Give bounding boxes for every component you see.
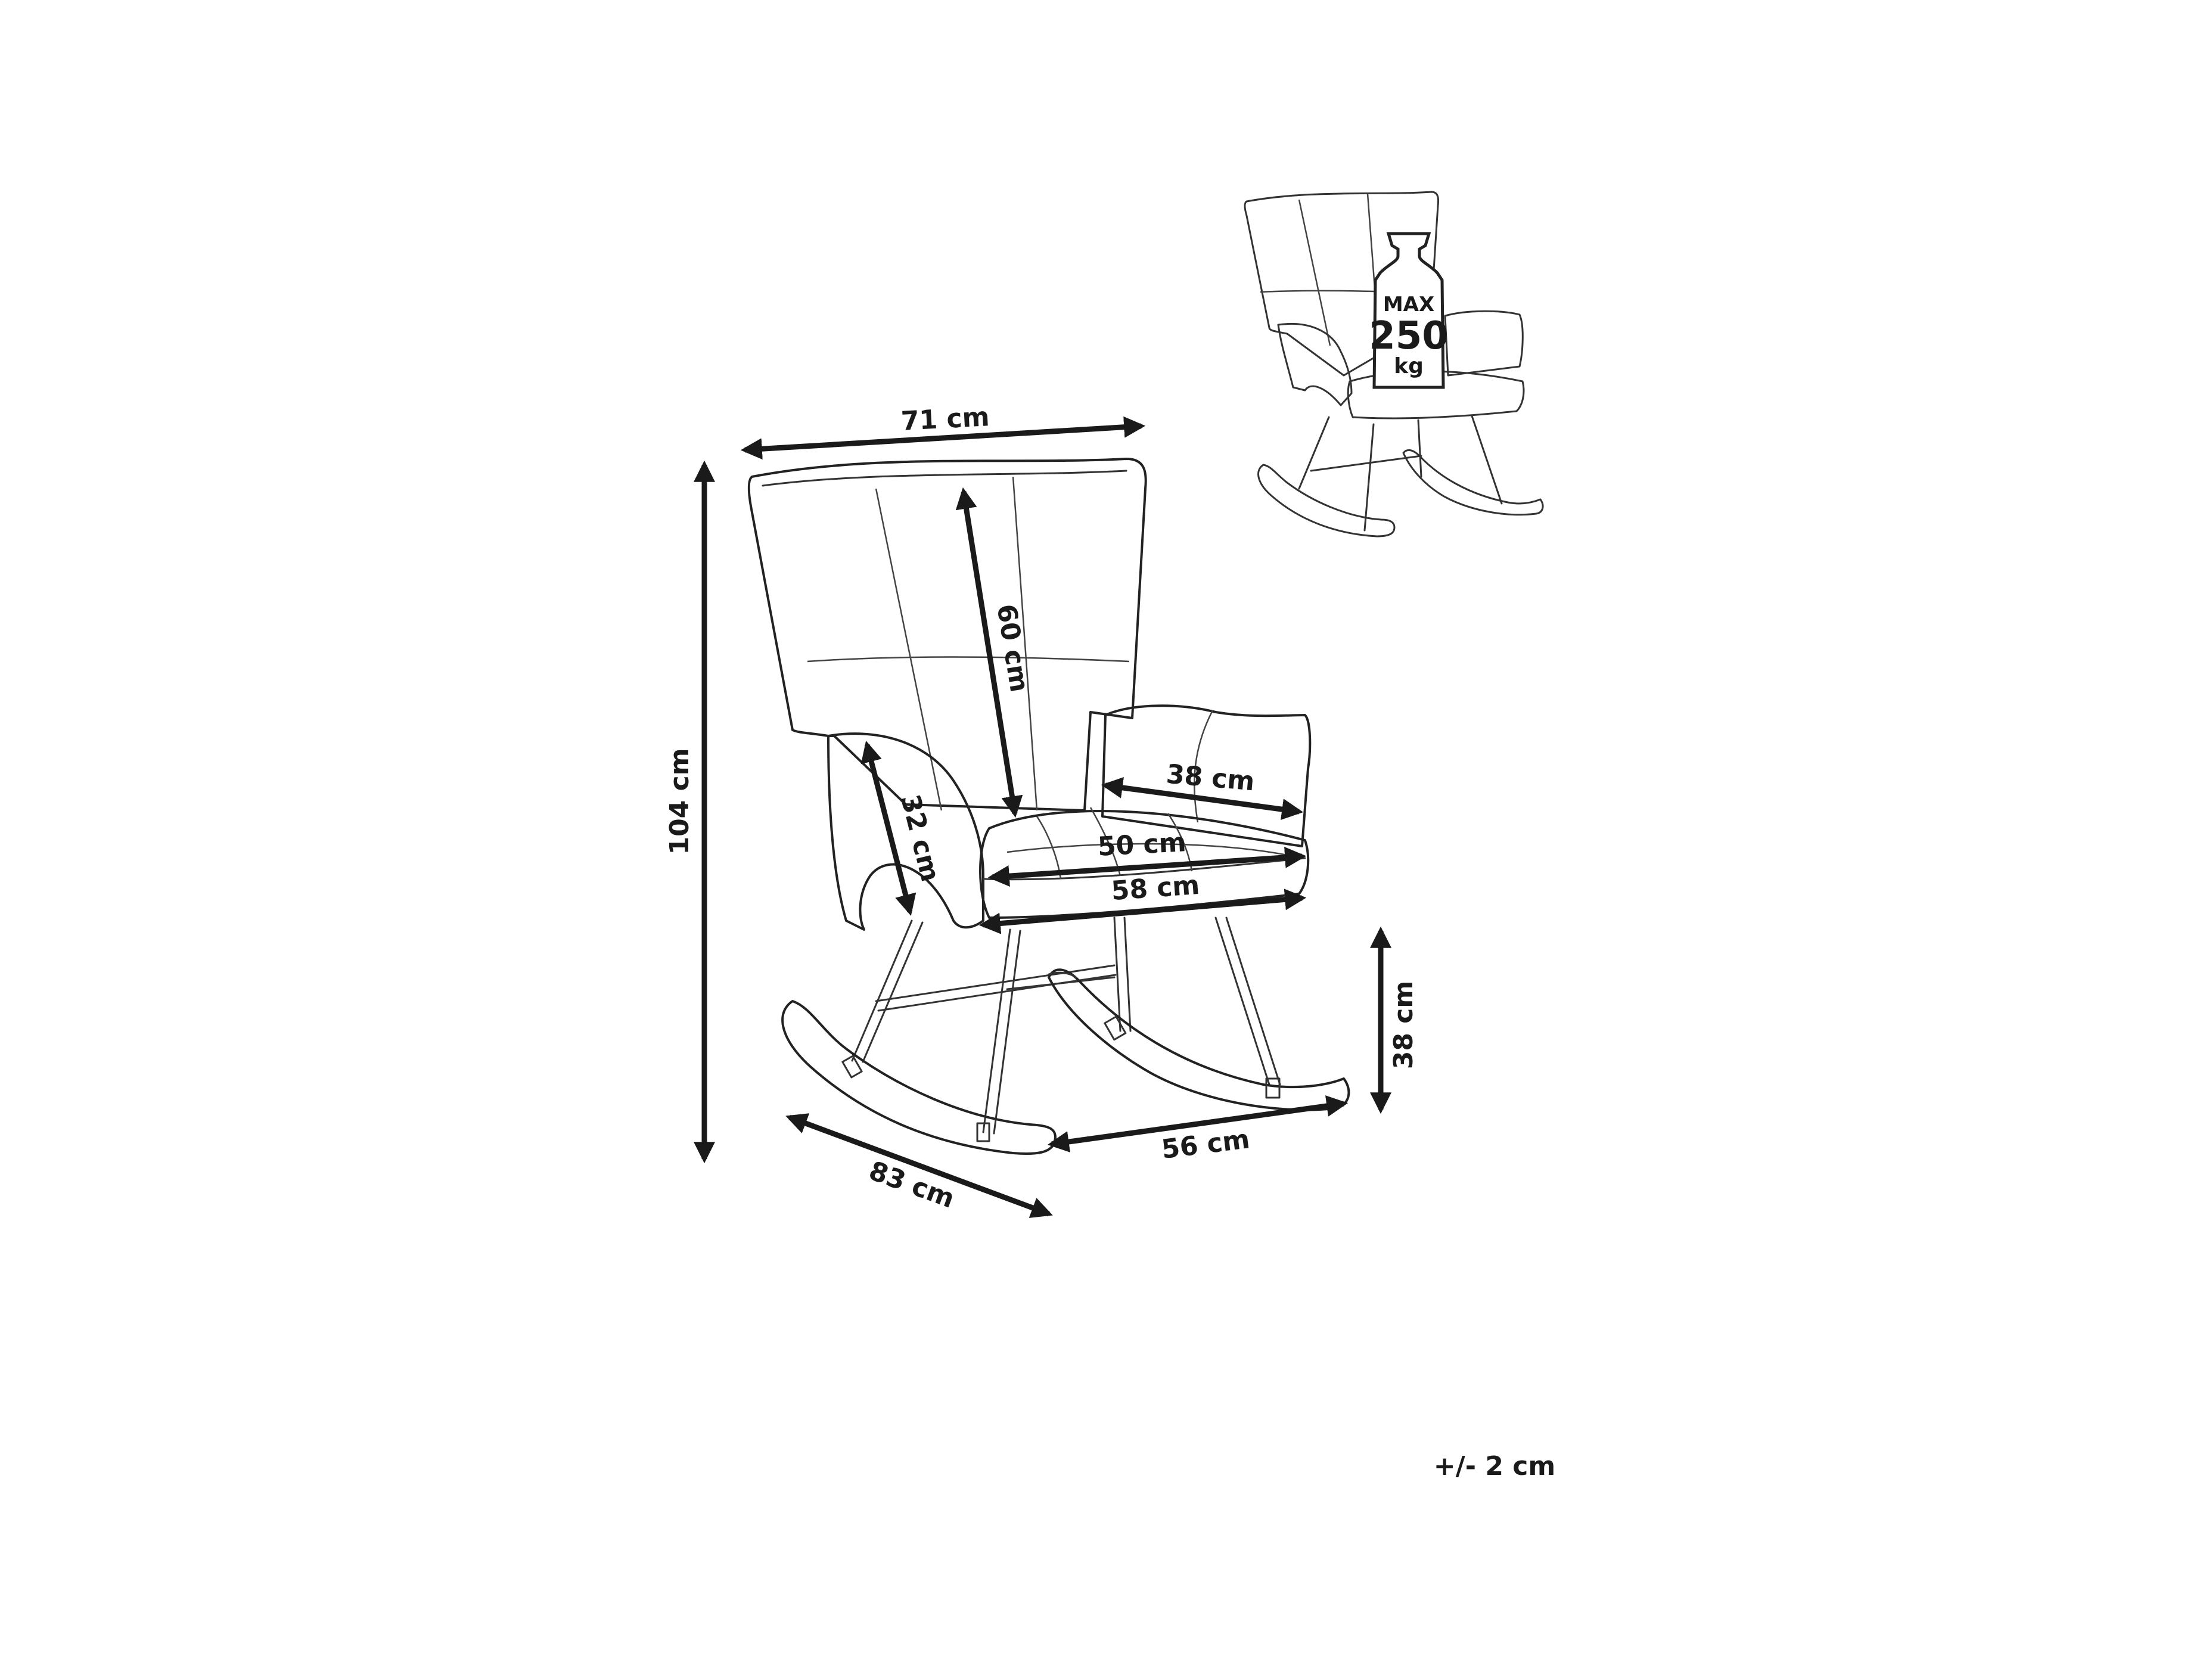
small-chair-right-arm bbox=[1444, 310, 1524, 377]
chair-right-rocker bbox=[1048, 968, 1350, 1111]
chair-bolt bbox=[1048, 971, 1077, 978]
small-chair-seam bbox=[1298, 199, 1331, 346]
chair-left-arm bbox=[827, 732, 984, 931]
rocker-bracket bbox=[841, 1055, 863, 1079]
dim-label-backrest: 60 cm bbox=[991, 602, 1035, 694]
chair-back-seam bbox=[807, 656, 1130, 663]
dim-label-arm-depth: 38 cm bbox=[1165, 759, 1256, 797]
load-badge-max: MAX bbox=[1383, 293, 1434, 316]
load-bottle-icon bbox=[1372, 232, 1445, 389]
width-71-arrow bbox=[740, 416, 1146, 460]
small-chair-right-rocker bbox=[1402, 449, 1544, 516]
dim-label-width: 71 cm bbox=[900, 402, 990, 437]
rocker-56-arrow bbox=[1047, 1095, 1349, 1152]
load-badge-unit: kg bbox=[1394, 354, 1424, 378]
dim-label-seat-height: 38 cm bbox=[1388, 981, 1419, 1069]
dim-label-height: 104 cm bbox=[664, 748, 695, 855]
load-badge-value: 250 bbox=[1369, 314, 1449, 358]
dim-label-rocker: 56 cm bbox=[1160, 1124, 1251, 1165]
dim-label-seat-inner: 50 cm bbox=[1097, 827, 1187, 862]
small-chair-left-rocker bbox=[1257, 464, 1396, 538]
small-chair-leg bbox=[1471, 415, 1503, 505]
seat-50-arrow bbox=[987, 846, 1307, 887]
chair-back-seam bbox=[875, 488, 943, 811]
small-chair-left-arm bbox=[1277, 322, 1353, 406]
arm-32-arrow bbox=[860, 741, 917, 916]
tolerance-note: +/- 2 cm bbox=[1434, 1451, 1555, 1481]
chair-back-shell bbox=[747, 458, 1147, 812]
arm-depth-38-arrow bbox=[1101, 777, 1304, 820]
chair-leg bbox=[1214, 917, 1281, 1086]
depth-83-arrow bbox=[785, 1113, 1053, 1218]
dimension-arrows bbox=[694, 416, 1391, 1218]
max-load-badge: MAX 250 kg bbox=[1369, 232, 1449, 389]
small-chair-back bbox=[1244, 191, 1440, 377]
chair-leg bbox=[1113, 917, 1132, 1032]
small-chair-leg bbox=[1298, 416, 1330, 490]
small-chair-leg bbox=[1363, 423, 1375, 532]
small-chair-crossbar bbox=[1310, 455, 1422, 472]
backrest-60-arrow bbox=[955, 487, 1023, 818]
small-chair-leg bbox=[1417, 419, 1422, 478]
chair-crossbar bbox=[875, 964, 1117, 1012]
chair-back-inner-rim bbox=[762, 470, 1127, 487]
rocker-bracket bbox=[1104, 1015, 1127, 1041]
chair-leg bbox=[851, 919, 924, 1063]
seat-58-arrow bbox=[978, 888, 1307, 934]
chair-right-arm bbox=[1101, 704, 1312, 847]
chair-leg bbox=[982, 928, 1021, 1135]
dim-label-seat-outer: 58 cm bbox=[1110, 870, 1201, 906]
chair-crossbar bbox=[1006, 976, 1116, 990]
